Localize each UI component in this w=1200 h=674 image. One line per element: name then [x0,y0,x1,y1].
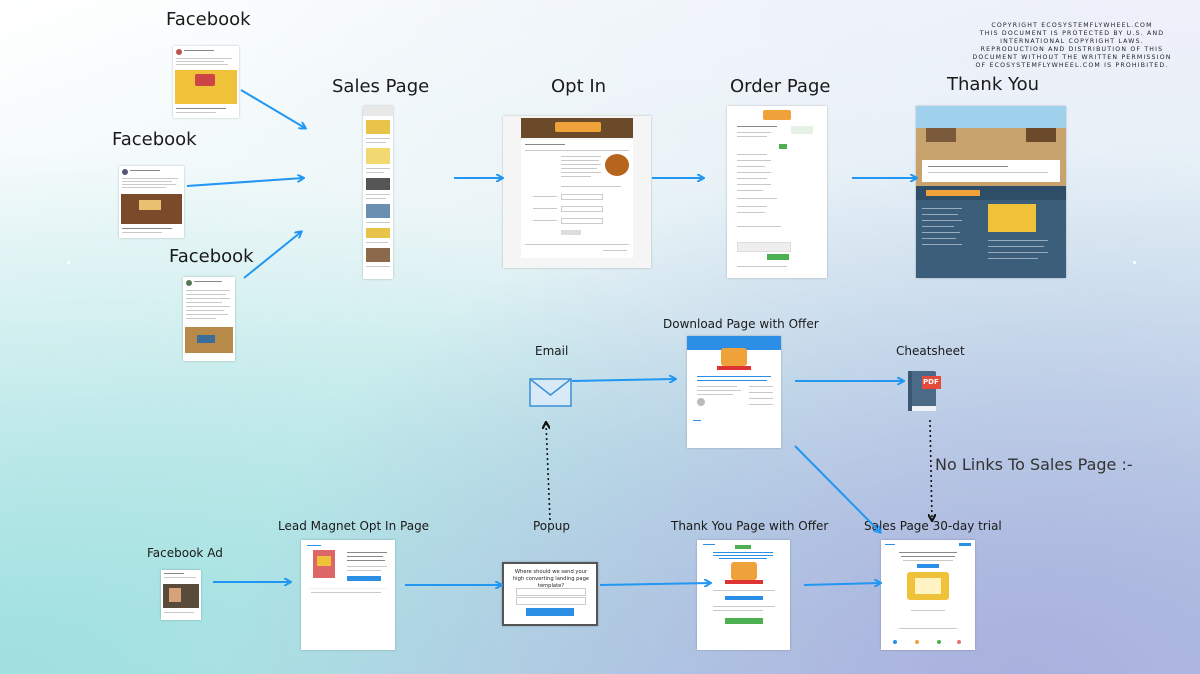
label-thank-you-offer: Thank You Page with Offer [671,519,829,533]
facebook-post-thumbnail [119,166,184,238]
label-facebook-ad: Facebook Ad [147,546,223,560]
facebook-post-thumbnail [173,46,239,118]
popup-thumbnail: Where should we send your high convertin… [502,562,598,626]
dotted-arrow-cheatsheet-to-trial [930,419,932,520]
note-no-links: No Links To Sales Page :- [935,455,1133,474]
label-order-page: Order Page [730,76,831,97]
sales-page-thumbnail [363,106,393,279]
dotted-arrow-popup-to-email [546,423,551,521]
label-facebook-3: Facebook [169,246,254,267]
label-facebook-2: Facebook [112,129,197,150]
arrow-fb1-to-sales [240,89,305,128]
label-download-page: Download Page with Offer [663,317,819,331]
label-cheatsheet: Cheatsheet [896,344,965,358]
label-sales-page: Sales Page [332,76,430,97]
opt-in-page-thumbnail [503,116,651,268]
pdf-book-icon: PDF [906,370,942,413]
label-lead-magnet: Lead Magnet Opt In Page [278,519,430,533]
facebook-ad-thumbnail [161,570,201,620]
thank-you-offer-page-thumbnail [697,540,790,650]
arrow-download-to-trial [794,445,880,532]
arrow-popup-to-thankyou [599,583,710,585]
popup-question: Where should we send your high convertin… [512,569,590,589]
copyright-line: REPRODUCTION AND DISTRIBUTION OF THIS [980,46,1164,53]
download-page-thumbnail [687,336,781,448]
label-opt-in: Opt In [551,76,607,97]
copyright-line: OF ECOSYSTEMFLYWHEEL.COM IS PROHIBITED. [975,62,1169,69]
copyright-line: THIS DOCUMENT IS PROTECTED BY U.S. AND [979,30,1165,37]
arrow-email-to-download [571,379,675,381]
lead-magnet-page-thumbnail [301,540,395,650]
arrow-fb2-to-sales [186,178,303,187]
order-page-thumbnail [727,106,827,278]
email-envelope-icon [529,378,572,407]
copyright-line: DOCUMENT WITHOUT THE WRITTEN PERMISSION [972,54,1172,61]
arrow-fb3-to-sales [243,232,301,279]
copyright-line: COPYRIGHT ECOSYSTEMFLYWHEEL.COM [991,22,1153,29]
sales-page-trial-thumbnail [881,540,975,650]
label-popup: Popup [533,519,570,533]
label-facebook-1: Facebook [166,9,251,30]
thank-you-page-thumbnail [916,106,1066,278]
label-thank-you: Thank You [947,74,1040,95]
copyright-line: INTERNATIONAL COPYRIGHT LAWS. [1000,38,1144,45]
facebook-post-thumbnail [183,277,235,361]
label-email: Email [535,344,569,358]
arrow-thankyou-to-trial [803,583,880,585]
copyright-notice: COPYRIGHT ECOSYSTEMFLYWHEEL.COM THIS DOC… [960,22,1184,70]
label-sales-page-trial: Sales Page 30-day trial [864,519,1002,533]
pdf-label: PDF [923,378,939,386]
